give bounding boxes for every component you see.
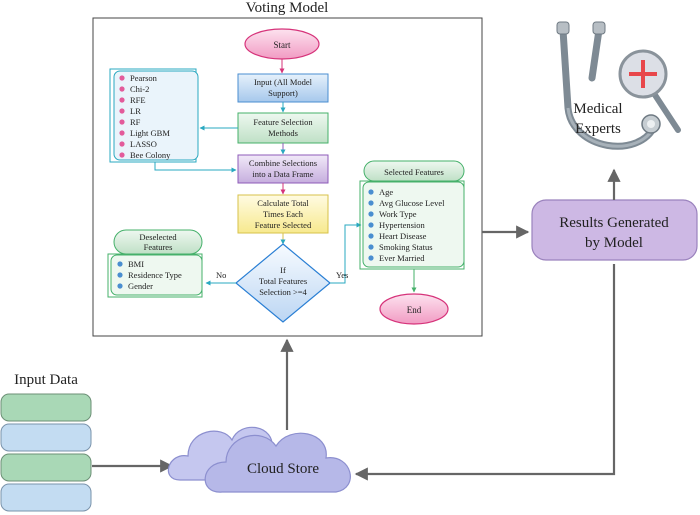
- calculate-line3: Feature Selected: [255, 220, 312, 230]
- input-label-line2: Support): [268, 88, 298, 98]
- selected-feature-label: Heart Disease: [379, 231, 427, 241]
- input-label-line1: Input (All Model: [254, 77, 313, 87]
- selected-features-list: Age Avg Glucose Level Work Type Hyperten…: [368, 187, 445, 263]
- selected-feature-item: Avg Glucose Level: [368, 198, 445, 208]
- end-label: End: [407, 305, 422, 315]
- cloud-front: [204, 432, 351, 493]
- results-line2: by Model: [585, 235, 643, 251]
- method-label: LR: [130, 106, 141, 116]
- methods-to-combine-arrow: [154, 162, 237, 173]
- method-item: RFE: [119, 95, 146, 105]
- selected-feature-item: Smoking Status: [368, 242, 433, 252]
- selected-feature-item: Age: [368, 187, 393, 197]
- selected-feature-label: Hypertension: [379, 220, 426, 230]
- method-item: Light GBM: [119, 128, 170, 138]
- selected-feature-label: Avg Glucose Level: [379, 198, 445, 208]
- method-label: Chi-2: [130, 84, 149, 94]
- experts-line2: Experts: [575, 121, 621, 137]
- voting-model-title: Voting Model: [246, 0, 329, 16]
- feature-selection-line1: Feature Selection: [253, 117, 313, 127]
- input-data-stack: [0, 393, 92, 512]
- cloud-label: Cloud Store: [247, 461, 319, 477]
- calculate-box: [237, 194, 329, 234]
- deselected-feature-item: Residence Type: [117, 270, 182, 280]
- selected-feature-label: Smoking Status: [379, 242, 433, 252]
- deselected-title-line1: Deselected: [139, 232, 177, 242]
- selected-feature-item: Hypertension: [368, 220, 426, 230]
- results-to-cloud-arrow: [354, 264, 616, 481]
- method-item: Bee Colony: [119, 150, 171, 160]
- deselected-feature-label: Gender: [128, 281, 153, 291]
- feature-selection-line2: Methods: [268, 128, 298, 138]
- stethoscope-icon: [556, 21, 661, 150]
- combine-box: [237, 154, 329, 184]
- data-layer: [0, 393, 92, 422]
- method-label: Light GBM: [130, 128, 170, 138]
- selected-feature-label: Age: [379, 187, 393, 197]
- method-item: LASSO: [119, 139, 157, 149]
- start-label: Start: [274, 40, 291, 50]
- data-layer: [0, 453, 92, 482]
- no-label: No: [216, 270, 226, 280]
- yes-label: Yes: [336, 270, 348, 280]
- calculate-line1: Calculate Total: [257, 198, 309, 208]
- method-item: RF: [119, 117, 141, 127]
- deselected-title-line2: Features: [144, 242, 173, 252]
- method-label: RFE: [130, 95, 146, 105]
- selected-feature-item: Work Type: [368, 209, 417, 219]
- decision-diamond: [235, 243, 331, 323]
- deselected-feature-label: BMI: [128, 259, 144, 269]
- data-layer: [0, 483, 92, 512]
- deselected-feature-label: Residence Type: [128, 270, 182, 280]
- methods-list: Pearson Chi-2 RFE LR RF Light GBM LASSO …: [119, 73, 171, 160]
- method-item: Chi-2: [119, 84, 149, 94]
- selected-feature-label: Work Type: [379, 209, 417, 219]
- combine-line2: into a Data Frame: [252, 169, 313, 179]
- method-item: Pearson: [119, 73, 158, 83]
- method-label: Bee Colony: [130, 150, 171, 160]
- cloud-icon: [167, 426, 351, 493]
- calculate-line2: Times Each: [263, 209, 304, 219]
- experts-line1: Medical: [573, 101, 622, 117]
- method-label: RF: [130, 117, 141, 127]
- deselected-feature-item: Gender: [117, 281, 153, 291]
- decision-line3: Selection >=4: [259, 287, 307, 297]
- methods-box: [113, 70, 199, 161]
- input-data-label: Input Data: [14, 372, 78, 388]
- decision-line1: If: [280, 265, 286, 275]
- deselected-feature-item: BMI: [117, 259, 144, 269]
- method-label: Pearson: [130, 73, 158, 83]
- yes-arrow: [330, 222, 362, 284]
- deselected-box: [110, 254, 203, 296]
- selected-feature-item: Heart Disease: [368, 231, 427, 241]
- results-line1: Results Generated: [559, 215, 669, 231]
- magnifier-icon: [618, 49, 681, 133]
- decision-line2: Total Features: [259, 276, 307, 286]
- selected-feature-item: Ever Married: [368, 253, 425, 263]
- deselected-features-list: BMI Residence Type Gender: [117, 259, 182, 291]
- selected-features-title: Selected Features: [384, 167, 444, 177]
- method-item: LR: [119, 106, 141, 116]
- selected-feature-label: Ever Married: [379, 253, 425, 263]
- method-label: LASSO: [130, 139, 157, 149]
- selected-features-box: [362, 181, 465, 268]
- feature-selection-box: [237, 112, 329, 144]
- data-layer: [0, 423, 92, 452]
- end-node: [379, 293, 449, 325]
- combine-line1: Combine Selections: [249, 158, 317, 168]
